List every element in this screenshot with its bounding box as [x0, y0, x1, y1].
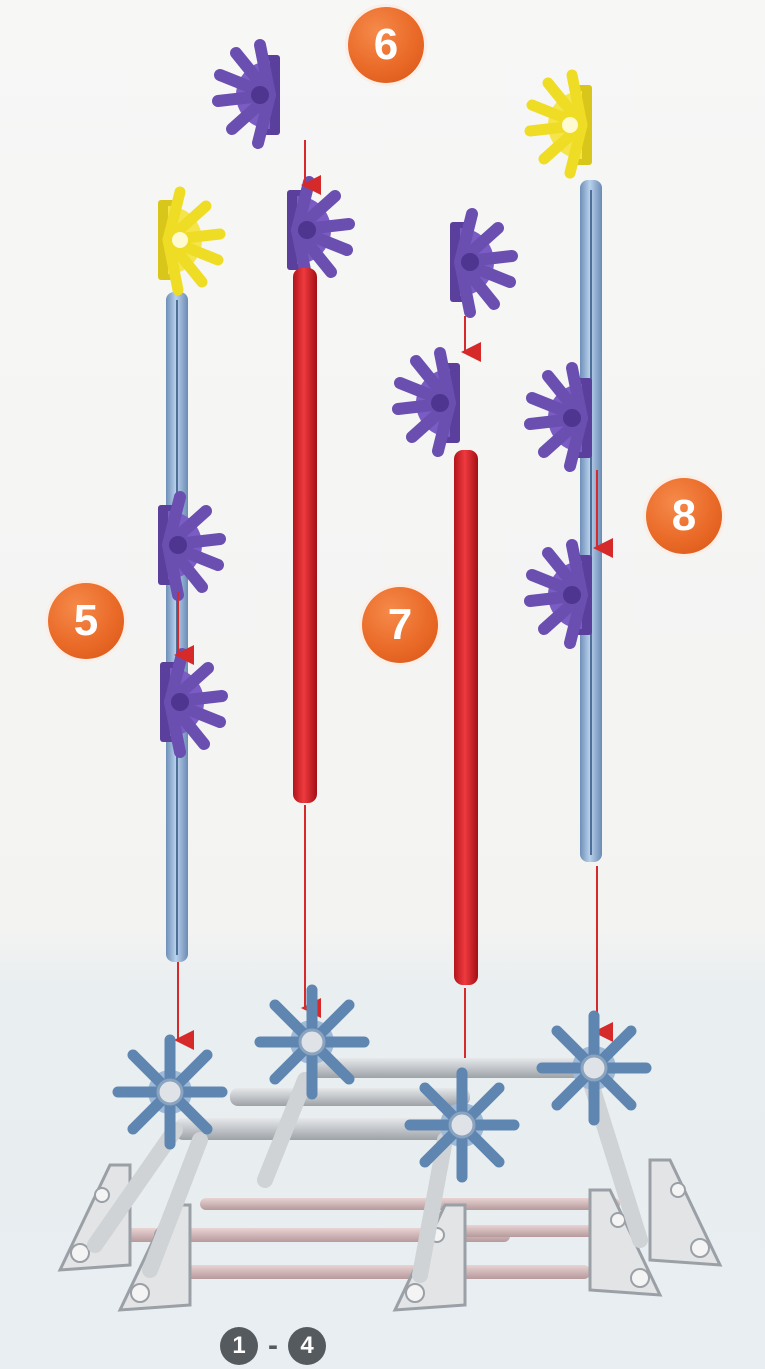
red-rod-icon	[454, 450, 478, 985]
purple-connector-icon	[287, 182, 349, 280]
purple-connector-icon	[398, 353, 460, 451]
base-structure-icon	[60, 990, 720, 1310]
purple-connector-icon	[450, 214, 512, 312]
step-badge-8: 8	[646, 478, 722, 554]
purple-connector-icon	[160, 654, 222, 752]
purple-connector-icon	[158, 497, 220, 595]
step-badge-5: 5	[48, 583, 124, 659]
step-badge-7: 7	[362, 587, 438, 663]
step-badge-6: 6	[348, 7, 424, 83]
steps-range-label: 1 - 4	[220, 1326, 326, 1366]
assembly-column-5	[158, 192, 222, 1040]
assembly-column-8	[530, 75, 602, 1032]
purple-connector-icon	[530, 545, 592, 643]
range-start: 1	[220, 1327, 258, 1365]
red-rod-icon	[293, 268, 317, 803]
range-end: 4	[288, 1327, 326, 1365]
range-dash: -	[268, 1327, 278, 1365]
purple-connector-icon	[218, 45, 280, 143]
assembly-column-6	[218, 45, 349, 1008]
yellow-connector-icon	[158, 192, 220, 290]
yellow-connector-icon	[530, 75, 592, 173]
purple-connector-icon	[530, 368, 592, 466]
